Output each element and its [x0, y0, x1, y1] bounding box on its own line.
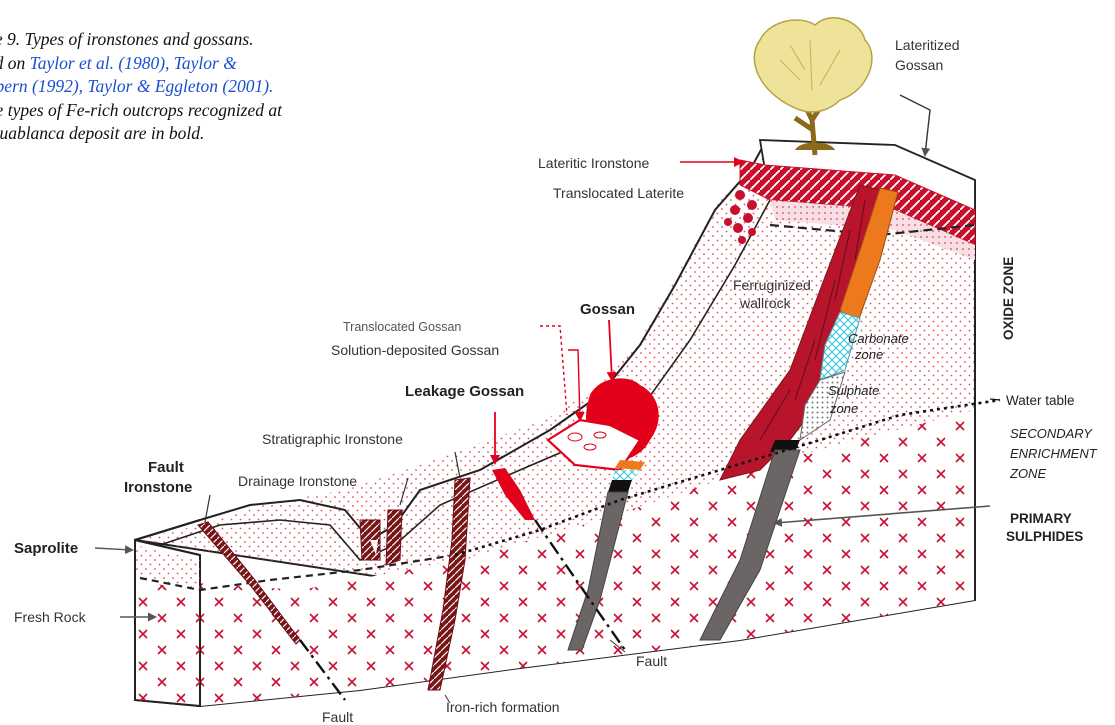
label-translocated-laterite: Translocated Laterite [553, 185, 684, 201]
label-secondary-1: SECONDARY [1010, 426, 1093, 441]
label-primary-2: SULPHIDES [1006, 529, 1083, 544]
label-fault-right: Fault [636, 653, 667, 669]
label-solution-deposited-gossan: Solution-deposited Gossan [331, 342, 499, 358]
label-fault-bottom: Fault [322, 709, 353, 725]
label-iron-rich-formation: Iron-rich formation [446, 699, 560, 715]
label-fault-ironstone-2: Ironstone [124, 479, 192, 496]
tree-icon [754, 18, 872, 155]
label-gossan: Gossan [580, 301, 635, 318]
label-water-table: Water table [1006, 393, 1075, 408]
label-sulphate-1: Sulphate [828, 383, 879, 398]
label-carbonate-2: zone [854, 347, 883, 362]
label-drainage-ironstone: Drainage Ironstone [238, 473, 357, 489]
label-leakage-gossan: Leakage Gossan [405, 383, 524, 400]
label-ferruginized-1: Ferruginized [733, 277, 811, 293]
label-primary-1: PRIMARY [1010, 511, 1072, 526]
label-secondary-2: ENRICHMENT [1010, 446, 1098, 461]
label-oxide-zone: OXIDE ZONE [1001, 257, 1016, 340]
label-lateritized-gossan-2: Gossan [895, 57, 943, 73]
label-secondary-3: ZONE [1009, 466, 1046, 481]
label-fault-ironstone-1: Fault [148, 459, 184, 476]
label-sulphate-2: zone [829, 401, 858, 416]
label-carbonate-1: Carbonate [848, 331, 909, 346]
label-ferruginized-2: wallrock [739, 295, 792, 311]
label-translocated-gossan: Translocated Gossan [343, 320, 461, 334]
label-saprolite: Saprolite [14, 540, 78, 557]
label-lateritized-gossan-1: Lateritized [895, 37, 960, 53]
label-fresh-rock: Fresh Rock [14, 609, 87, 625]
label-stratigraphic-ironstone: Stratigraphic Ironstone [262, 431, 403, 447]
label-lateritic-ironstone: Lateritic Ironstone [538, 155, 649, 171]
